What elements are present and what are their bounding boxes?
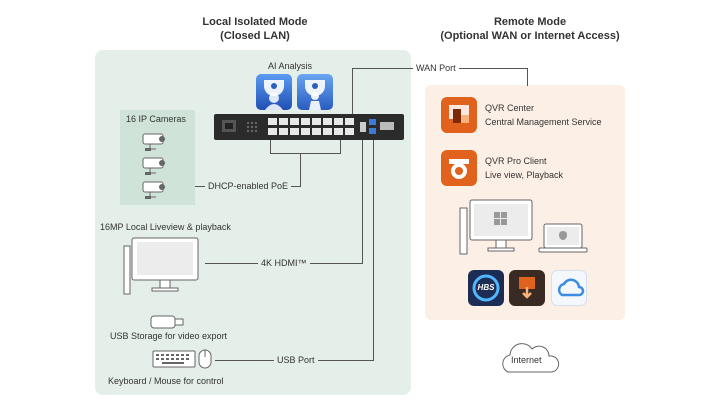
poe-line-down: [300, 153, 301, 186]
ai-camera-icon-2: [297, 74, 333, 110]
qvr-pro-client-name: QVR Pro Client: [485, 156, 547, 166]
poe-label: DHCP-enabled PoE: [205, 180, 292, 192]
local-mode-panel: [95, 50, 411, 395]
remote-mode-title: Remote Mode (Optional WAN or Internet Ac…: [420, 15, 640, 43]
wan-line-down-left: [352, 68, 353, 140]
cloud-service-icon: [551, 270, 587, 306]
monitor-icon: [123, 237, 199, 295]
keyboard-mouse-label: Keyboard / Mouse for control: [108, 376, 224, 386]
ip-camera-icon-3: [142, 181, 165, 199]
ai-analysis-label: AI Analysis: [268, 61, 313, 71]
hdmi-label: 4K HDMI™: [258, 257, 310, 269]
internet-label: Internet: [511, 355, 542, 365]
local-mode-title: Local Isolated Mode (Closed LAN): [180, 15, 330, 43]
nvr-device: [214, 114, 404, 140]
poe-bracket-left: [270, 140, 271, 154]
mouse-icon: [198, 349, 212, 369]
qvr-pro-client-icon: [441, 150, 477, 186]
laptop-icon: [538, 223, 588, 253]
wan-line-down-right: [527, 68, 528, 86]
hbs-icon: HBS: [468, 270, 504, 306]
qvr-center-icon: [441, 97, 477, 133]
usb-storage-label: USB Storage for video export: [110, 331, 228, 341]
usb-line-down: [373, 140, 374, 361]
ip-camera-icon-1: [142, 133, 165, 151]
local-mode-title-line1: Local Isolated Mode: [202, 16, 308, 28]
remote-mode-title-line2: (Optional WAN or Internet Access): [440, 30, 620, 42]
internet-cloud-icon: [502, 343, 560, 373]
desktop-computer-icon: [459, 199, 533, 255]
qvr-center-name: QVR Center: [485, 103, 535, 113]
qvr-center-desc: Central Management Service: [485, 117, 602, 127]
monitor-label: 16MP Local Liveview & playback: [100, 222, 231, 232]
usb-port-label: USB Port: [274, 354, 318, 366]
qvr-backup-icon: [509, 270, 545, 306]
poe-bracket-bottom: [270, 153, 341, 154]
remote-mode-title-line1: Remote Mode: [493, 16, 567, 28]
hdmi-line-down: [362, 140, 363, 264]
ip-camera-icon-2: [142, 157, 165, 175]
hbs-text: HBS: [477, 283, 495, 292]
qvr-pro-client-desc: Live view, Playback: [485, 170, 564, 180]
ai-camera-icon-1: [256, 74, 292, 110]
local-mode-title-line2: (Closed LAN): [220, 30, 290, 42]
cameras-label: 16 IP Cameras: [126, 114, 186, 124]
keyboard-icon: [152, 350, 196, 368]
usb-storage-icon: [150, 315, 184, 329]
wan-port-label: WAN Port: [413, 62, 459, 74]
poe-bracket-right: [340, 140, 341, 154]
